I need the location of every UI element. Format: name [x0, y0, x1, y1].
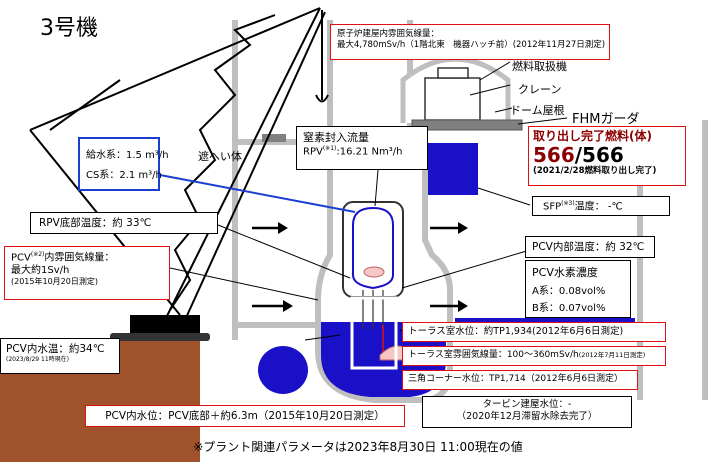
pcv-water-temp-box: PCV内水温：約34℃ (2023/8/29 11時現在) [0, 338, 120, 374]
corner-level: 三角コーナー水位：TP1,714（2012年6月6日測定） [408, 374, 624, 384]
torus-level: トーラス室水位：約TP1,934(2012年6月6日測定) [408, 326, 624, 337]
nitrogen-rpv-value: :16.21 Nm³/h [336, 146, 403, 158]
flow-arrows [252, 226, 460, 308]
reactor-pressure-vessel [352, 206, 394, 290]
label-dome-roof: ドーム屋根 [510, 104, 565, 117]
fuel-removed-count: 566 [533, 143, 575, 167]
torus-radiation: トーラス室雰囲気線量：100～360mSv/h [408, 350, 579, 360]
rpv-bottom-temp-box: RPV底部温度：約 33℃ [30, 212, 218, 234]
fuel-removed-count-line: 566/566 [533, 144, 681, 166]
fhm-girder [411, 119, 523, 131]
sfp-label: SFP [543, 201, 562, 213]
rpv-bottom-temp: RPV底部温度：約 33℃ [39, 217, 152, 229]
sfp-temp-box: SFP(※3)温度： -℃ [532, 196, 670, 216]
pcv-radiation-box: PCV(※2)内雰囲気線量： 最大約1Sv/h (2015年10月20日測定) [4, 246, 170, 300]
nitrogen-rpv-sup: (※1) [322, 144, 337, 152]
roof-slab [262, 134, 286, 142]
torus-level-box: トーラス室水位：約TP1,934(2012年6月6日測定) [402, 322, 666, 342]
turbine-level: タービン建屋水位：- [482, 399, 572, 410]
pcv-internal-temp: PCV内部温度：約 32℃ [532, 241, 645, 253]
pedestal [350, 296, 398, 370]
label-fuel-machine: 燃料取扱機 [512, 60, 567, 73]
fuel-machine-top [437, 67, 469, 79]
unit-title: 3号機 [40, 16, 98, 41]
fuel-removed-box: 取り出し完了燃料(体) 566/566 (2021/2/28燃料取り出し完了) [528, 126, 686, 186]
turbine-level-box: タービン建屋水位：- （2020年12月滞留水除去完了） [422, 396, 632, 428]
sfp-value: 温度： -℃ [574, 201, 623, 213]
label-fhm-girder: FHMガーダ [572, 112, 640, 127]
nitrogen-injection-box: 窒素封入流量 RPV(※1):16.21 Nm³/h [296, 126, 428, 170]
pcv-radiation-label-tail: 内雰囲気線量： [44, 252, 115, 264]
pcv-internal-temp-box: PCV内部温度：約 32℃ [525, 236, 655, 258]
turbine-note: （2020年12月滞留水除去完了） [456, 410, 598, 422]
torus [258, 346, 308, 394]
callout-lines [169, 61, 568, 341]
pcv-water-temp-date: (2023/8/29 11時現在) [6, 356, 69, 364]
sfp-sup: (※3) [561, 200, 575, 207]
pcv-radiation-label: PCV [11, 252, 31, 264]
torus-radiation-box: トーラス室雰囲気線量：100～360mSv/h(2012年7月11日測定) [402, 346, 666, 366]
footer-note: ※プラント関連パラメータは2023年8月30日 11:00現在の値 [193, 440, 523, 454]
fuel-removed-note: (2021/2/28燃料取り出し完了) [533, 166, 657, 176]
rpv-debris [363, 266, 385, 278]
water-feed-pointer [159, 174, 356, 213]
crane-tracks [110, 333, 210, 341]
label-shield: 遮へい体 [198, 150, 242, 163]
fuel-removed-total: /566 [574, 143, 624, 167]
pcv-water-level-box: PCV内水位：PCV底部＋約6.3m（2015年10月20日測定） [85, 405, 405, 427]
fuel-handling-machine [424, 77, 481, 121]
crane-body [130, 315, 200, 337]
pcv-hydrogen-b: B系：0.07vol% [532, 302, 606, 314]
fuel-removed-title: 取り出し完了燃料(体) [533, 129, 652, 143]
nitrogen-rpv-label: RPV [303, 146, 323, 158]
corner-level-box: 三角コーナー水位：TP1,714（2012年6月6日測定） [402, 370, 638, 390]
pcv-hydrogen-a: A系：0.08vol% [532, 285, 606, 297]
torus-radiation-date: (2012年7月11日測定) [578, 351, 646, 359]
building-radiation-line2: 最大4,780mSv/h（1階北東 機器ハッチ前）(2012年11月27日測定) [337, 39, 606, 50]
building-radiation-box: 原子炉建屋内雰囲気線量： 最大4,780mSv/h（1階北東 機器ハッチ前）(2… [330, 24, 610, 60]
feedwater-rate: 給水系：1.5 m³/h [86, 150, 169, 161]
building-radiation-line1: 原子炉建屋内雰囲気線量： [337, 29, 440, 39]
pcv-radiation-value: 最大約1Sv/h [11, 264, 70, 276]
water-feed-box: 給水系：1.5 m³/h CS系：2.1 m³/h [78, 137, 169, 191]
nitrogen-rpv-line: RPV(※1):16.21 Nm³/h [303, 145, 421, 159]
pcv-radiation-date: (2015年10月20日測定) [11, 277, 98, 287]
pcv-hydrogen-title: PCV水素濃度 [532, 266, 598, 279]
pcv-water-level: PCV内水位：PCV底部＋約6.3m（2015年10月20日測定） [105, 410, 385, 422]
nitrogen-title: 窒素封入流量 [303, 131, 369, 144]
pcv-radiation-line1: PCV(※2)内雰囲気線量： [11, 251, 163, 265]
pcv-radiation-sup: (※2) [30, 251, 45, 258]
pcv-hydrogen-box: PCV水素濃度 A系：0.08vol% B系：0.07vol% [525, 260, 631, 318]
core-spray-rate: CS系：2.1 m³/h [86, 170, 162, 181]
arrow-heads [278, 222, 468, 312]
label-crane: クレーン [518, 83, 562, 96]
pcv-water-temp: PCV内水温：約34℃ [6, 343, 105, 355]
